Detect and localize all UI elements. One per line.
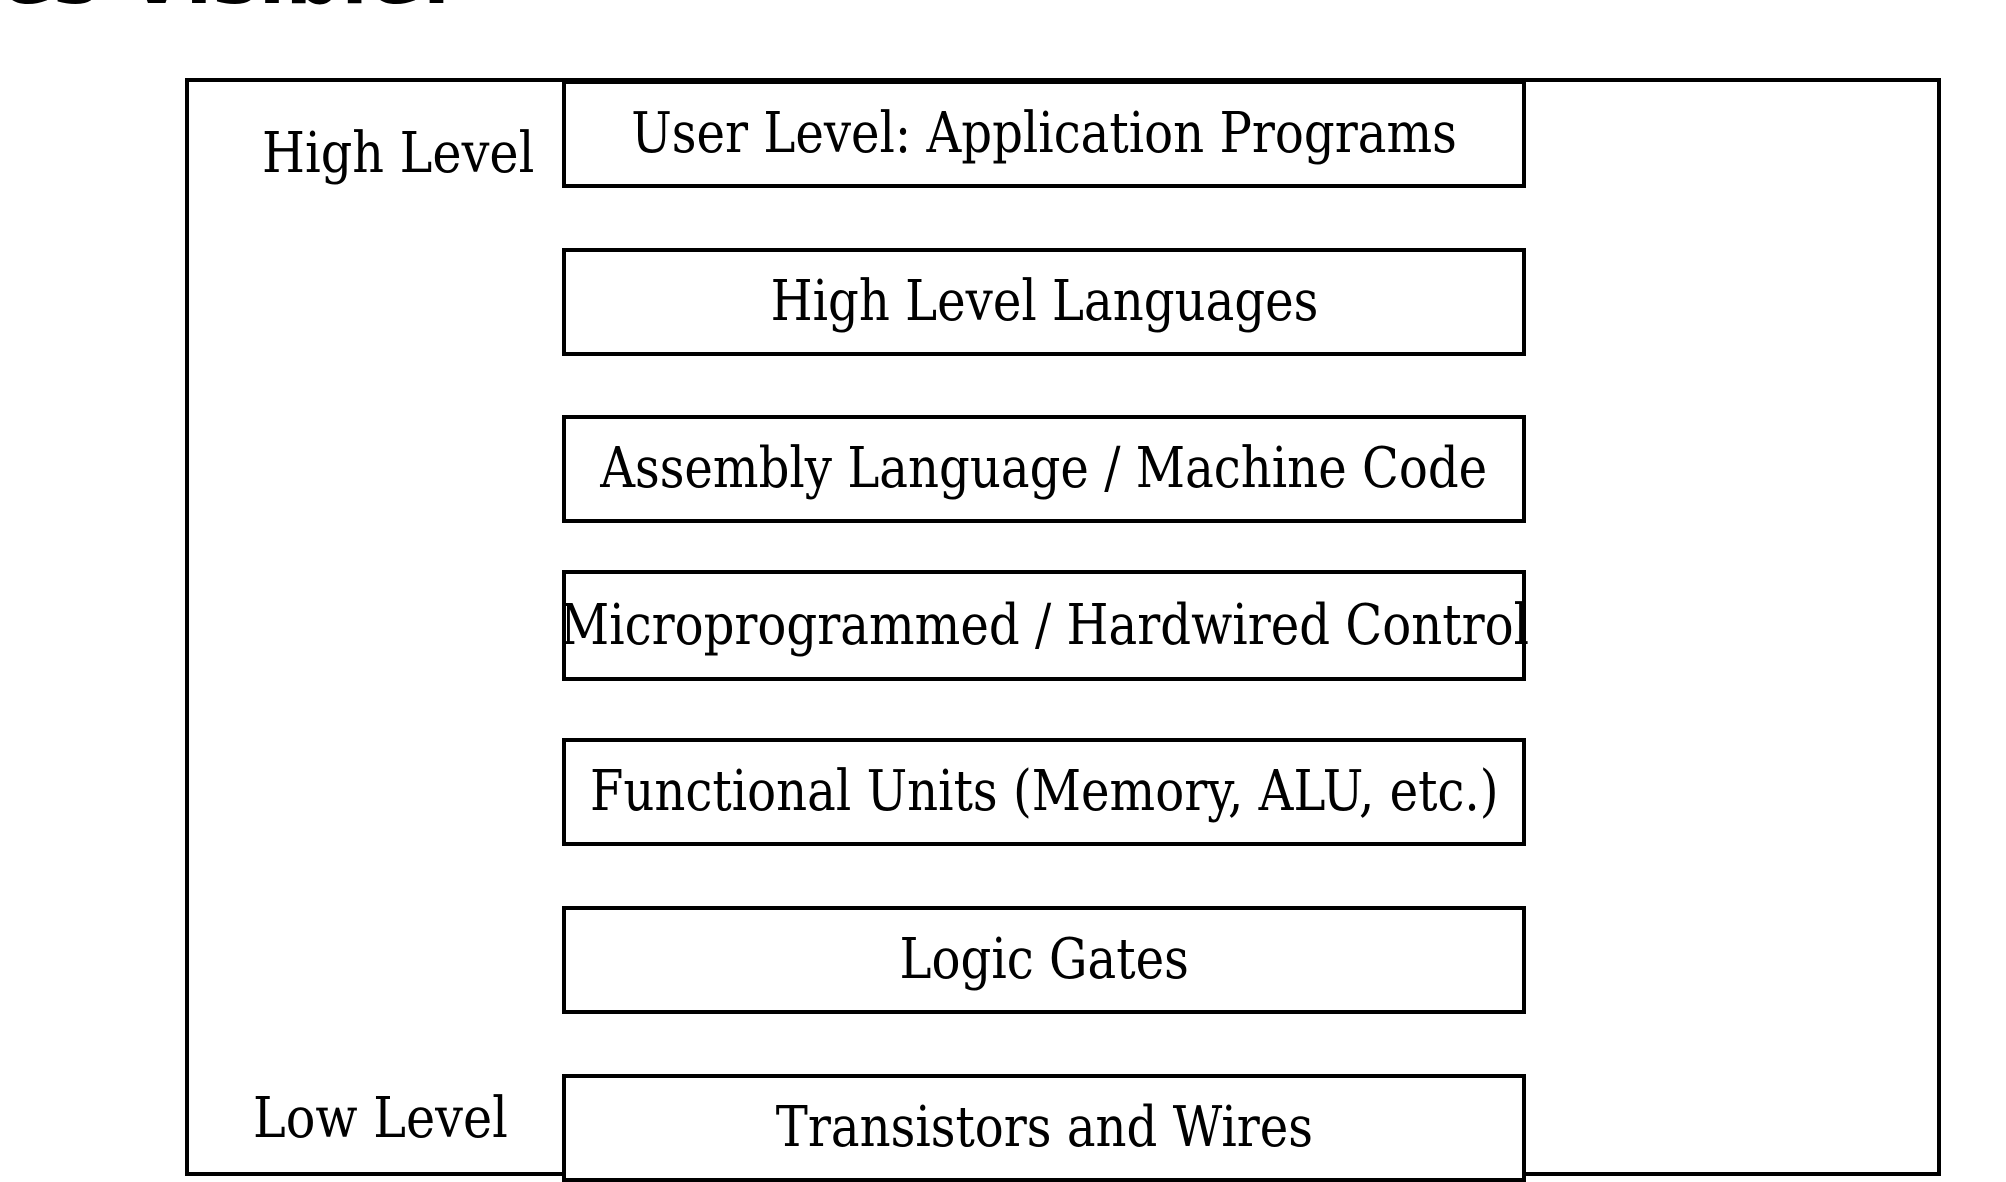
layer-box-user-level: User Level: Application Programs <box>562 80 1526 188</box>
high-level-label: High Level <box>262 121 535 186</box>
layer-label: Transistors and Wires <box>775 1095 1313 1160</box>
layer-label: Microprogrammed / Hardwired Control <box>559 592 1529 658</box>
slide-title-fragment: es Visible: <box>0 0 452 16</box>
layer-box-functional-units: Functional Units (Memory, ALU, etc.) <box>562 738 1526 846</box>
layer-box-assembly-language: Assembly Language / Machine Code <box>562 415 1526 523</box>
layer-box-transistors: Transistors and Wires <box>562 1074 1526 1182</box>
layer-label: User Level: Application Programs <box>631 101 1457 166</box>
low-level-label: Low Level <box>253 1086 508 1151</box>
layer-label: Logic Gates <box>899 927 1189 992</box>
layer-label: Assembly Language / Machine Code <box>600 436 1488 501</box>
layer-label: Functional Units (Memory, ALU, etc.) <box>589 759 1499 824</box>
layer-box-high-level-languages: High Level Languages <box>562 248 1526 356</box>
layer-box-control: Microprogrammed / Hardwired Control <box>559 570 1529 681</box>
layer-label: High Level Languages <box>770 269 1318 334</box>
layer-box-logic-gates: Logic Gates <box>562 906 1526 1014</box>
